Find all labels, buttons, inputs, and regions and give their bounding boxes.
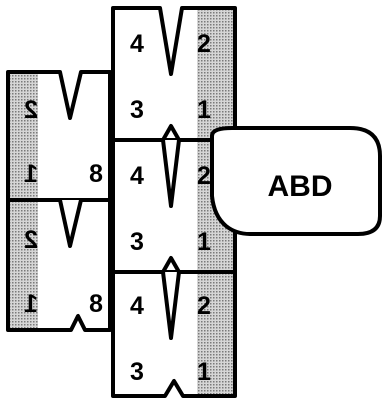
mirrored-number-1: 1: [24, 160, 38, 188]
number-3: 3: [130, 228, 144, 256]
number-1: 1: [197, 96, 211, 124]
number-4: 4: [130, 30, 144, 58]
mirrored-number-2: 2: [24, 96, 38, 124]
label-bubble: ABD: [210, 126, 382, 236]
number-2: 2: [197, 162, 211, 190]
front-panel: 4 2 3 1: [111, 256, 237, 398]
back-stack: 2 1 8 2 1 8: [6, 70, 113, 332]
front-panel: 4 2 3 1: [111, 6, 237, 142]
front-stack: 4 2 3 1 4 2 3 1 4 2 3 1: [111, 6, 237, 398]
mirrored-number-1: 1: [24, 290, 38, 318]
abd-label: ABD: [268, 170, 333, 203]
edge-number-8: 8: [89, 160, 103, 188]
back-panel: 2 1 8: [6, 198, 113, 332]
edge-number-8: 8: [89, 290, 103, 318]
back-panel: 2 1 8: [6, 70, 113, 202]
mirrored-number-2: 2: [24, 226, 38, 254]
number-4: 4: [130, 162, 144, 190]
number-1: 1: [197, 358, 211, 386]
number-2: 2: [197, 30, 211, 58]
number-3: 3: [130, 96, 144, 124]
number-1: 1: [197, 228, 211, 256]
number-2: 2: [197, 292, 211, 320]
number-3: 3: [130, 358, 144, 386]
number-4: 4: [130, 292, 144, 320]
